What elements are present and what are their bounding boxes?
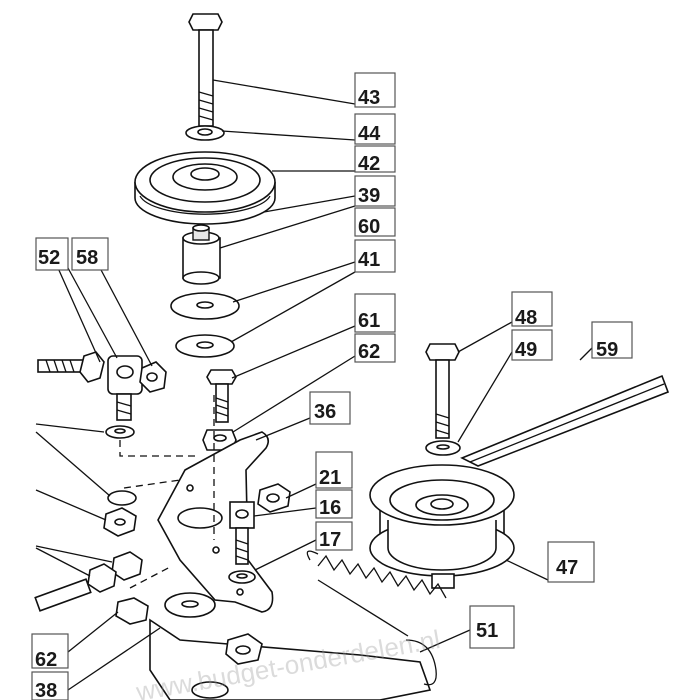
label-16: 16 [315,489,353,519]
label-17: 17 [315,521,353,551]
label-49: 49 [511,329,553,361]
label-59-text: 59 [596,339,618,361]
label-60-text: 60 [358,216,380,238]
washer-60-drawing [170,292,240,320]
label-39-text: 39 [358,185,380,207]
label-38-text: 38 [35,680,57,700]
label-41-text: 41 [358,249,380,271]
label-52-text: 52 [38,247,60,269]
plate-38-drawing [149,592,432,700]
nut-58-drawing [139,361,167,393]
label-48-text: 48 [515,307,537,329]
bolt-52-drawing [37,351,105,383]
washer-49-drawing [425,440,461,456]
label-48: 48 [511,291,553,329]
label-36: 36 [309,391,351,425]
washer-41-drawing [175,334,235,358]
block-16-drawing [229,501,255,565]
label-39: 39 [354,175,396,207]
label-51-text: 51 [476,620,498,642]
left-hardware-drawing [34,425,149,625]
label-16-text: 16 [319,497,341,519]
pulley-47-drawing [369,464,515,589]
spring-51-drawing [306,550,447,686]
spacer-39-drawing [182,224,221,285]
label-62-bottom: 62 [31,633,69,671]
label-17-text: 17 [319,529,341,551]
washer-17-drawing [228,570,256,584]
belt-59-drawing [460,374,670,467]
label-58: 58 [71,237,109,271]
label-36-text: 36 [314,401,336,423]
label-43-text: 43 [358,87,380,109]
label-43: 43 [354,72,396,109]
dashed-line-1 [119,440,200,457]
label-60: 60 [354,207,396,238]
nut-21-drawing [257,483,291,513]
label-58-text: 58 [76,247,98,269]
label-42-text: 42 [358,153,380,175]
label-21-text: 21 [319,467,341,489]
swivel-block-drawing [107,355,143,421]
label-47-text: 47 [556,557,578,579]
label-52: 52 [35,237,69,271]
dashed-line-2 [123,479,181,489]
label-62-bottom-text: 62 [35,649,57,671]
label-44-text: 44 [358,123,381,145]
label-47: 47 [547,541,595,583]
bolt-48-drawing [425,343,460,439]
label-21: 21 [315,451,353,489]
label-38: 38 [31,671,69,700]
bracket-36-drawing [157,431,274,613]
dashed-line-4 [129,565,173,589]
label-44: 44 [354,113,396,145]
label-49-text: 49 [515,339,537,361]
washer-44-drawing [185,125,225,141]
label-59: 59 [591,321,633,361]
label-42: 42 [354,145,396,175]
label-51: 51 [469,605,515,649]
label-62-top: 62 [354,333,396,363]
pulley-42-drawing [134,151,276,225]
bolt-43-drawing [188,13,223,127]
label-61-text: 61 [358,310,380,332]
label-62-top-text: 62 [358,341,380,363]
label-41: 41 [354,239,396,273]
leader-lines [35,79,593,691]
bolt-61-drawing [206,369,237,423]
label-61: 61 [354,293,396,333]
